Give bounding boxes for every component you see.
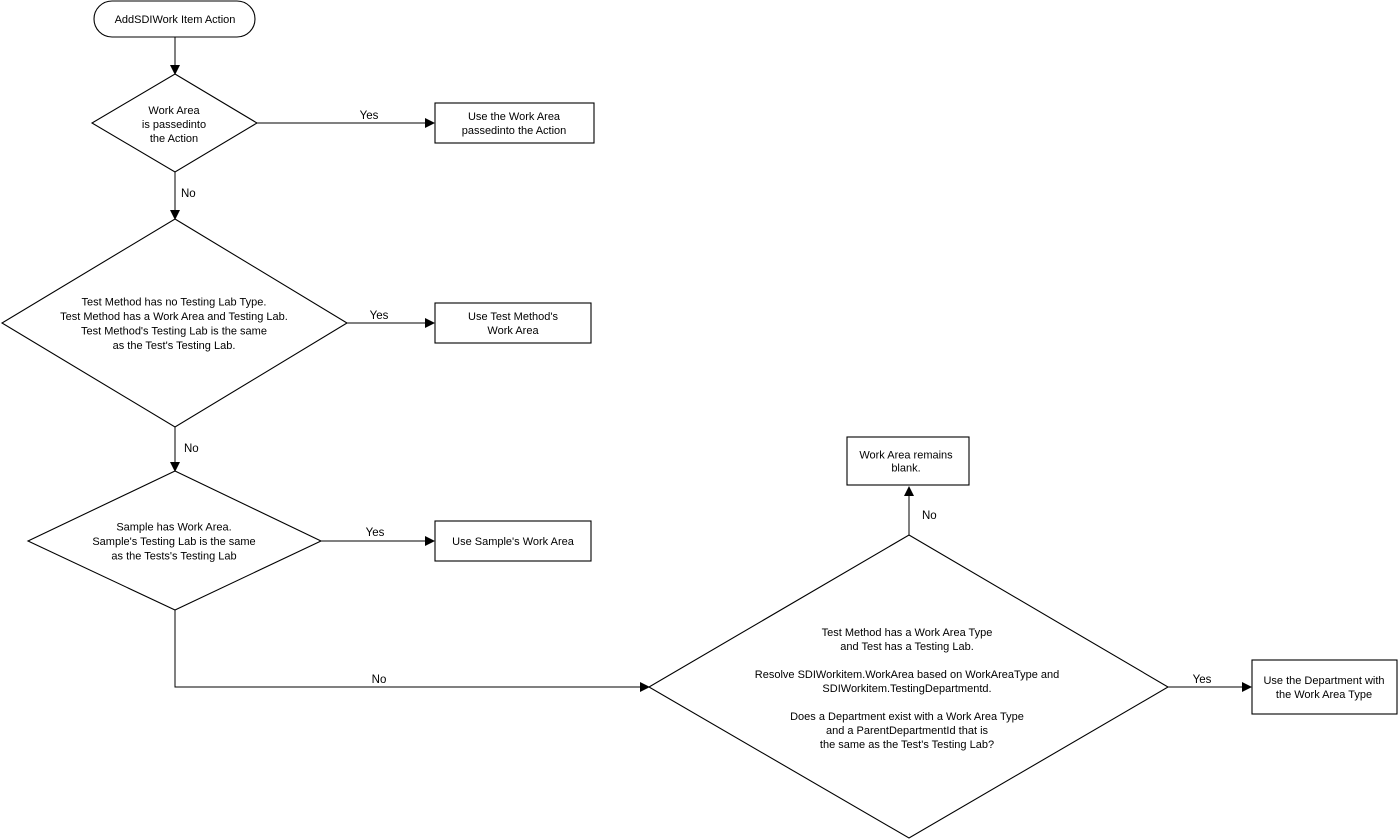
decision-department-work-area-type-label: Test Method has a Work Area Type and Test… <box>755 627 1059 751</box>
node-text-line: Test Method has a Work Area Type <box>822 627 993 639</box>
label-d3-no: No <box>372 674 387 686</box>
node-text-line: Use the Department with <box>1263 675 1384 687</box>
node-text-line: blank. <box>891 463 920 475</box>
edge-labels: Yes No Yes No Yes No No Yes <box>181 110 1212 686</box>
node-text-line: Sample has Work Area. <box>116 522 231 534</box>
node-text-line: Does a Department exist with a Work Area… <box>790 711 1024 723</box>
edges <box>170 37 1252 692</box>
node-text-line: SDIWorkitem.TestingDepartmentd. <box>822 683 991 695</box>
label-d1-no: No <box>181 188 196 200</box>
node-text-line: Sample's Testing Lab is the same <box>92 536 255 548</box>
start-node: AddSDIWork Item Action <box>93 0 256 38</box>
outcome-use-department-label: Use the Department with the Work Area Typ… <box>1263 675 1384 701</box>
decision-sample-work-area: Sample has Work Area. Sample's Testing La… <box>26 470 323 611</box>
label-d2-no: No <box>184 443 199 455</box>
decision-department-work-area-type: Test Method has a Work Area Type and Test… <box>647 534 1170 839</box>
node-text-line: Use the Work Area <box>468 111 561 123</box>
node-text-line: as the Test's Testing Lab. <box>113 340 236 352</box>
node-text-line: and a ParentDepartmentId that is <box>826 725 989 737</box>
node-text-line: AddSDIWork Item Action <box>115 14 236 26</box>
label-d1-yes: Yes <box>360 110 379 122</box>
node-text-line: Work Area remains <box>859 450 953 462</box>
node-text-line: Work Area <box>487 325 539 337</box>
node-text-line: passedinto the Action <box>462 125 567 137</box>
node-text-line: Use Sample's Work Area <box>452 536 575 548</box>
outcome-use-sample-work-area-label: Use Sample's Work Area <box>452 536 575 548</box>
node-text-line: Resolve SDIWorkitem.WorkArea based on Wo… <box>755 669 1059 681</box>
outcome-use-passed-work-area: Use the Work Area passedinto the Action <box>434 102 595 144</box>
node-text-line: the Work Area Type <box>1276 689 1372 701</box>
label-d4-no: No <box>922 510 937 522</box>
node-text-line: and Test has a Testing Lab. <box>840 641 974 653</box>
label-d4-yes: Yes <box>1193 674 1212 686</box>
decision-sample-work-area-label: Sample has Work Area. Sample's Testing La… <box>92 522 255 563</box>
outcome-use-department: Use the Department with the Work Area Typ… <box>1251 659 1398 715</box>
node-text-line: Test Method has a Work Area and Testing … <box>60 311 288 323</box>
node-text-line: Test Method has no Testing Lab Type. <box>82 296 267 308</box>
label-d3-yes: Yes <box>366 527 385 539</box>
decision-work-area-passed-label: Work Area is passedinto the Action <box>142 105 206 145</box>
node-text-line: Test Method's Testing Lab is the same <box>81 325 267 337</box>
label-d2-yes: Yes <box>370 310 389 322</box>
node-text-line: is passedinto <box>142 119 206 131</box>
node-text-line: Use Test Method's <box>468 311 558 323</box>
node-text-line: the Action <box>150 133 198 145</box>
decision-test-method-testing-lab: Test Method has no Testing Lab Type. Test… <box>0 218 349 428</box>
decision-test-method-testing-lab-label: Test Method has no Testing Lab Type. Test… <box>60 296 288 352</box>
node-text-line: the same as the Test's Testing Lab? <box>820 739 994 751</box>
outcome-use-passed-work-area-label: Use the Work Area passedinto the Action <box>462 111 567 137</box>
node-text-line: as the Tests's Testing Lab <box>111 551 236 563</box>
start-node-label: AddSDIWork Item Action <box>115 14 236 26</box>
edge-d3-no <box>174 610 650 692</box>
outcome-use-sample-work-area: Use Sample's Work Area <box>434 520 592 562</box>
node-text-line: Work Area <box>148 105 200 117</box>
decision-work-area-passed: Work Area is passedinto the Action <box>90 73 259 173</box>
